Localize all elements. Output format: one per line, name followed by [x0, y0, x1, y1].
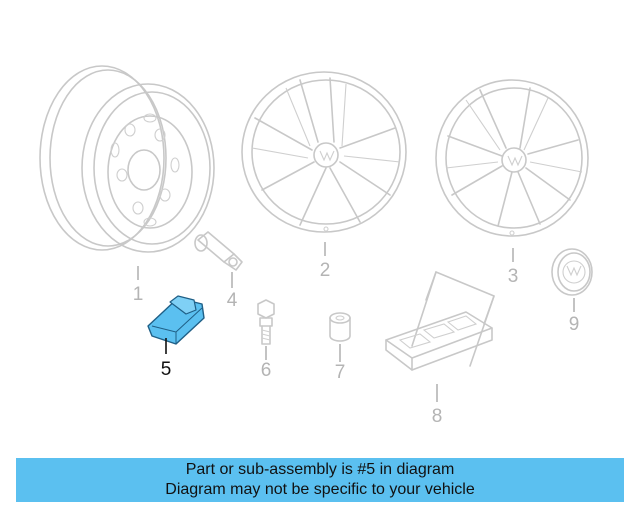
valve-stem-part-4[interactable]: [194, 231, 243, 271]
banner-line-2: Diagram may not be specific to your vehi…: [165, 481, 475, 498]
info-banner: Part or sub-assembly is #5 in diagram Di…: [16, 458, 624, 502]
tpms-sensor-part-5[interactable]: [147, 295, 205, 345]
callout-4: 4: [227, 290, 238, 311]
callout-7: 7: [335, 362, 346, 383]
lug-nut-part-7[interactable]: [329, 312, 351, 342]
callout-numbers: 1 2 3 4 5 6 7 8 9: [133, 260, 580, 427]
callout-2: 2: [320, 260, 331, 281]
callout-9: 9: [569, 314, 580, 335]
callout-5: 5: [161, 359, 172, 380]
center-cap-part-9[interactable]: [551, 248, 593, 296]
callout-1: 1: [133, 284, 144, 305]
alloy-wheel-part-2[interactable]: [241, 71, 407, 233]
wheel-bolt-part-6[interactable]: [257, 299, 275, 345]
banner-line-1: Part or sub-assembly is #5 in diagram: [185, 461, 455, 478]
steel-wheel-part-1[interactable]: [39, 65, 215, 253]
alloy-wheel-part-3[interactable]: [435, 79, 589, 237]
leader-lines: [137, 242, 575, 402]
lock-kit-case-part-8[interactable]: [385, 271, 495, 371]
callout-3: 3: [508, 266, 519, 287]
callout-6: 6: [261, 360, 272, 381]
callout-8: 8: [432, 406, 443, 427]
